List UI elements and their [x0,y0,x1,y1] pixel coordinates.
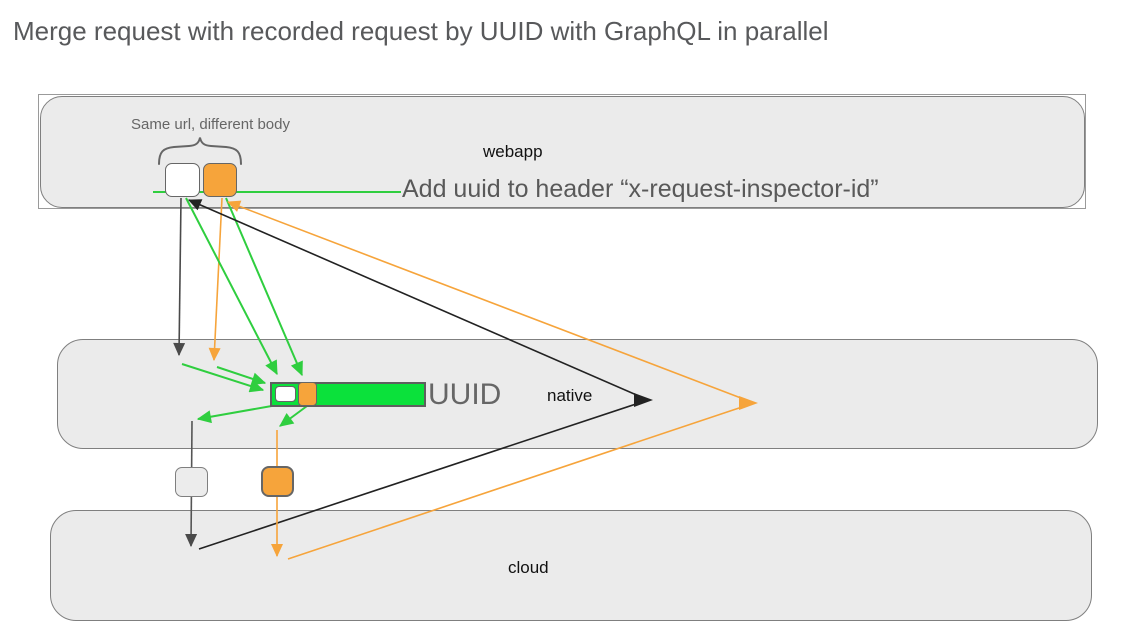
webapp-white-request-to-native-arrow [173,197,186,357]
native-lane-label: native [547,386,593,405]
add-uuid-annotation: Add uuid to header “x-request-inspector-… [402,175,879,203]
uuid-label: UUID [428,378,502,411]
cloud-lane-label: cloud [508,558,549,577]
uuid-bar-orange-chip [298,382,317,406]
webapp-orange-request-box [203,163,237,197]
replay-white-request-box [175,467,208,497]
uuid-merge-bar [270,382,426,407]
uuid-bar-white-chip [275,386,296,402]
replay-orange-request-box [261,466,294,497]
same-url-annotation: Same url, different body [131,116,290,133]
cloud-lane [50,510,1092,621]
page-title: Merge request with recorded request by U… [13,16,829,46]
webapp-orange-request-to-native-arrow [208,197,223,362]
webapp-white-request-box [165,163,200,197]
webapp-lane-label: webapp [483,142,543,161]
